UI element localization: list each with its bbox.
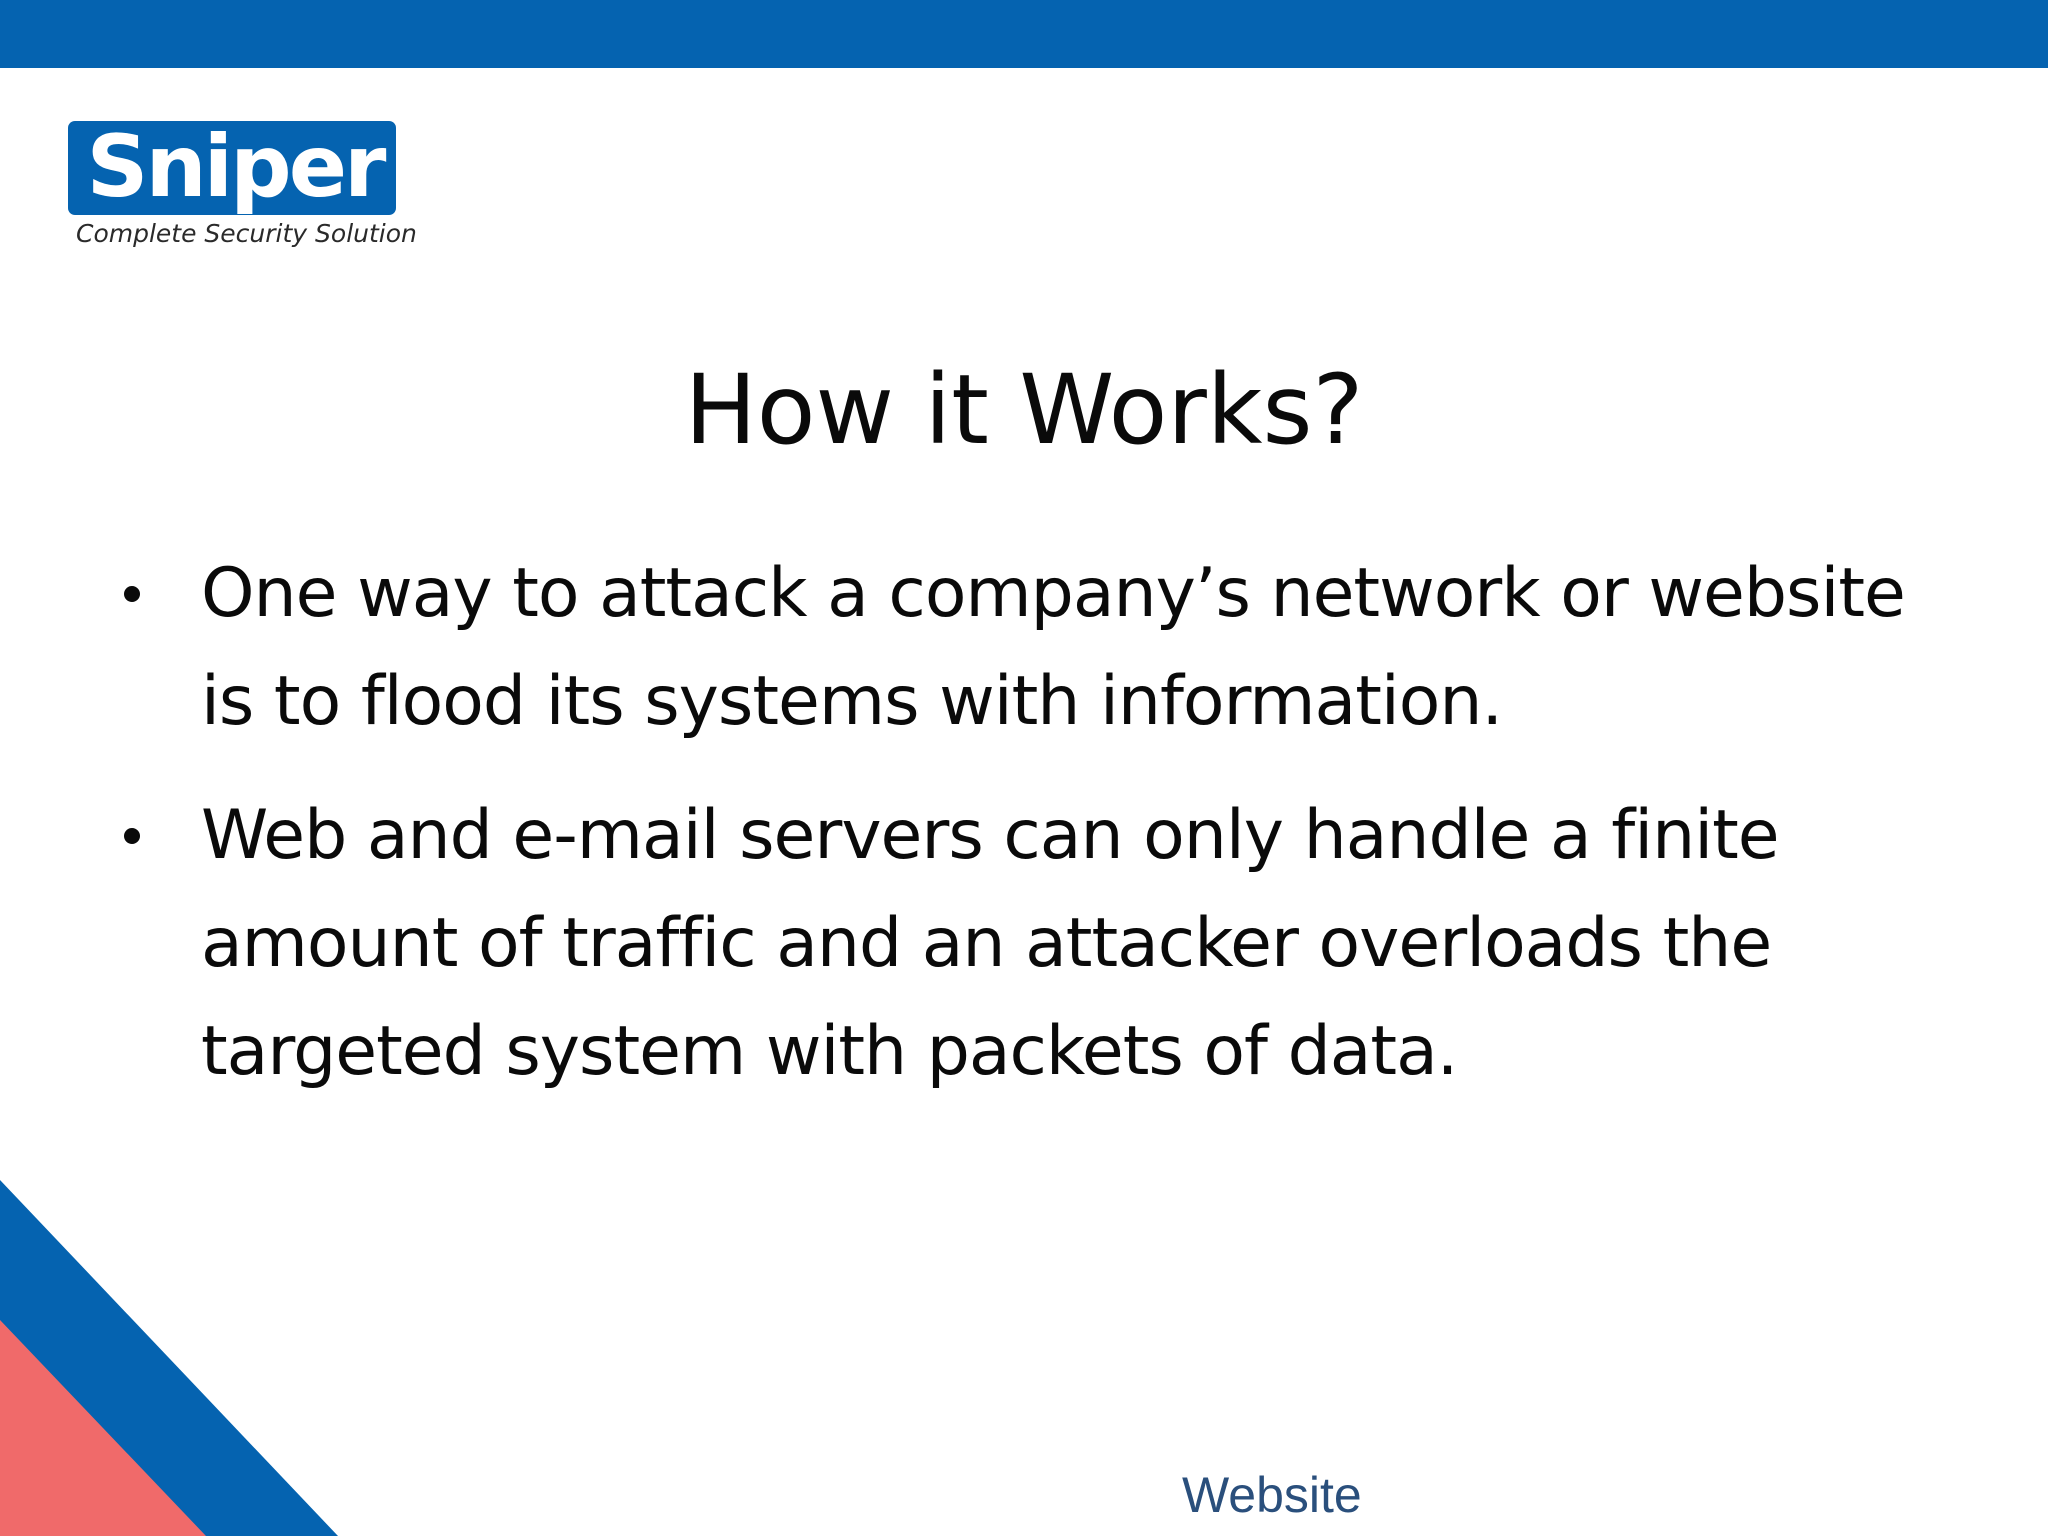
logo-badge xyxy=(68,121,396,215)
corner-red-triangle xyxy=(0,1320,206,1536)
slide-title: How it Works? xyxy=(684,354,1364,466)
logo-tagline: Complete Security Solution xyxy=(76,219,417,248)
bullet-item-2: Web and e-mail servers can only handle a… xyxy=(120,782,1960,1106)
bullet-text-1: One way to attack a company’s network or… xyxy=(201,554,1906,741)
top-banner-bar xyxy=(0,0,2048,68)
bullet-item-1: One way to attack a company’s network or… xyxy=(120,540,1960,756)
bullet-dot-icon xyxy=(124,586,140,602)
bullet-text-2: Web and e-mail servers can only handle a… xyxy=(201,796,1780,1091)
website-link[interactable]: Website xyxy=(1182,1467,1362,1523)
corner-decoration xyxy=(0,1180,338,1536)
bullet-dot-icon xyxy=(124,828,140,844)
sniper-logo: Sniper Complete Security Solution xyxy=(68,117,417,251)
logo-wordmark: Sniper xyxy=(86,117,387,217)
bullet-list: One way to attack a company’s network or… xyxy=(120,540,1960,1132)
